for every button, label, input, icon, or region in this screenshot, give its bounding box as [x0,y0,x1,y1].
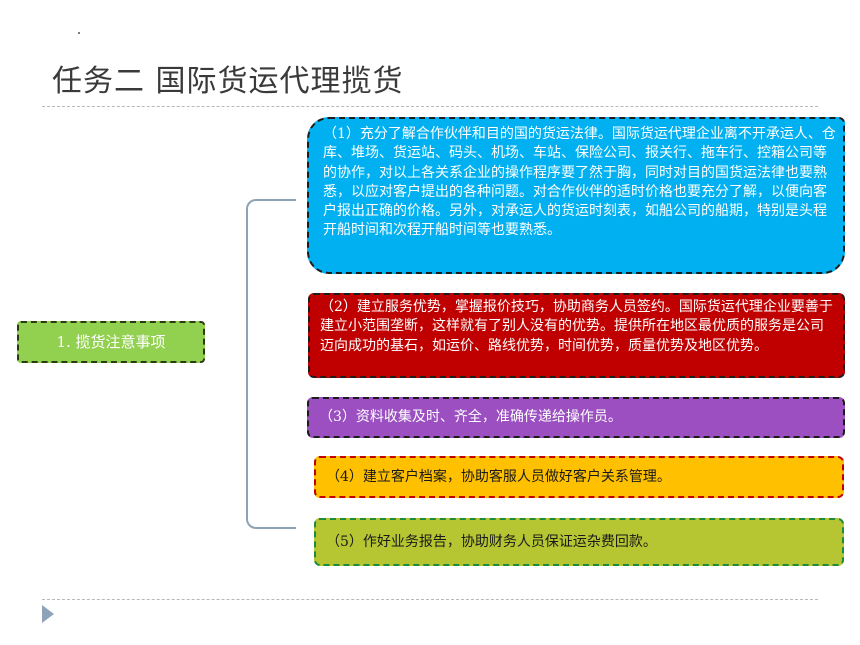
slide-title: 任务二 国际货运代理揽货 [52,64,404,99]
topic-box: 1. 揽货注意事项 [17,321,205,363]
triangle-right-icon[interactable] [42,605,54,623]
bottom-divider [42,599,818,600]
top-divider [42,106,818,107]
point-4-box: （4）建立客户档案，协助客服人员做好客户关系管理。 [314,456,844,498]
point-2-box: （2）建立服务优势，掌握报价技巧，协助商务人员签约。国际货运代理企业要善于建立小… [308,293,845,378]
point-5-box: （5）作好业务报告，协助财务人员保证运杂费回款。 [314,518,844,566]
point-3-box: （3）资料收集及时、齐全，准确传递给操作员。 [307,397,845,438]
connector-bracket [246,199,296,529]
point-1-box: （1）充分了解合作伙伴和目的国的货运法律。国际货运代理企业离不开承运人、仓库、堆… [307,117,845,274]
decorative-dot [78,32,80,34]
